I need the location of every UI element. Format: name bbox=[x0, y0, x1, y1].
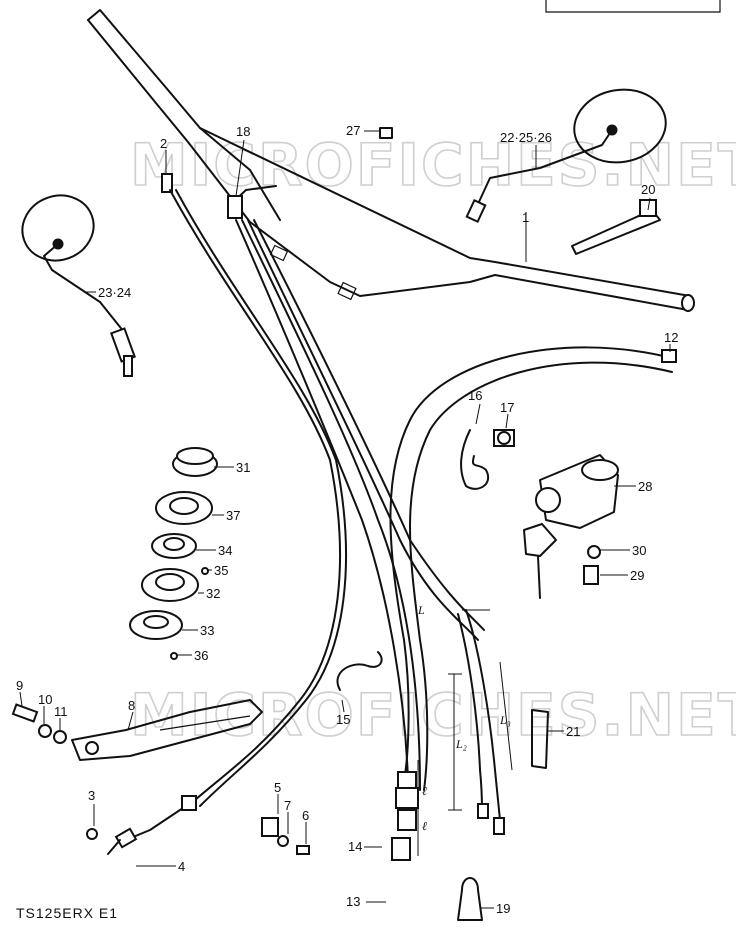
front-brake-lever bbox=[71, 699, 263, 761]
cap bbox=[379, 127, 393, 139]
leader-lines bbox=[19, 130, 671, 909]
label-part-20: 20 bbox=[641, 182, 655, 197]
label-part-11: 11 bbox=[54, 704, 68, 719]
label-part-37: 37 bbox=[226, 508, 240, 523]
dim-label-l2: L₂ bbox=[455, 737, 467, 751]
handlebar bbox=[87, 9, 695, 312]
frame-corner bbox=[545, 0, 721, 13]
label-part-14: 14 bbox=[348, 839, 362, 854]
left-mirror bbox=[21, 194, 136, 377]
label-part-35: 35 bbox=[214, 563, 228, 578]
label-part-32: 32 bbox=[206, 586, 220, 601]
label-part-10: 10 bbox=[38, 692, 52, 707]
label-part-31: 31 bbox=[236, 460, 250, 475]
bolt bbox=[583, 565, 599, 585]
model-label: TS125ERX E1 bbox=[16, 905, 118, 921]
throttle-cable bbox=[227, 185, 485, 791]
watermark-bottom: MICROFICHES.NET bbox=[130, 681, 736, 749]
label-part-16: 16 bbox=[468, 388, 482, 403]
spring bbox=[336, 651, 383, 691]
label-part-4: 4 bbox=[178, 859, 185, 874]
label-part-22-25-26: 22·25·26 bbox=[500, 130, 552, 145]
ignition-switch bbox=[535, 454, 619, 529]
label-part-23-24: 23·24 bbox=[98, 285, 131, 300]
screw bbox=[493, 429, 515, 447]
right-mirror bbox=[465, 88, 667, 224]
label-part-28: 28 bbox=[638, 479, 652, 494]
part-labels: 1 2 3 4 5 6 7 8 9 10 11 12 13 14 15 16 1… bbox=[16, 123, 678, 916]
label-part-30: 30 bbox=[632, 543, 646, 558]
label-part-9: 9 bbox=[16, 678, 23, 693]
strap bbox=[571, 199, 661, 255]
dim-label-l3: L₃ bbox=[499, 713, 511, 727]
label-part-15: 15 bbox=[336, 712, 350, 727]
washer bbox=[587, 545, 601, 559]
label-part-12: 12 bbox=[664, 330, 678, 345]
return-spring bbox=[460, 429, 489, 490]
grip bbox=[457, 877, 483, 921]
label-part-36: 36 bbox=[194, 648, 208, 663]
cable-adjuster bbox=[391, 771, 419, 861]
hose bbox=[531, 709, 549, 769]
label-part-7: 7 bbox=[284, 798, 291, 813]
lever-fasteners bbox=[11, 703, 67, 744]
label-part-1: 1 bbox=[522, 210, 529, 225]
front-brake-cable bbox=[161, 173, 347, 807]
label-part-2: 2 bbox=[160, 136, 167, 151]
label-part-29: 29 bbox=[630, 568, 644, 583]
label-part-17: 17 bbox=[500, 400, 514, 415]
label-part-13: 13 bbox=[346, 894, 360, 909]
clutch-cable bbox=[389, 346, 677, 835]
dimension-lines bbox=[417, 609, 513, 856]
dimension-labels: L₂ L₃ ℓ ℓ L bbox=[417, 603, 511, 833]
dim-label-l-b: ℓ bbox=[422, 819, 427, 833]
label-part-8: 8 bbox=[128, 698, 135, 713]
label-part-3: 3 bbox=[88, 788, 95, 803]
dim-label-l-a: ℓ bbox=[422, 784, 427, 798]
switch-parts bbox=[261, 817, 310, 855]
label-part-27: 27 bbox=[346, 123, 360, 138]
label-part-34: 34 bbox=[218, 543, 232, 558]
dim-label-l: L bbox=[417, 603, 425, 617]
label-part-5: 5 bbox=[274, 780, 281, 795]
label-part-18: 18 bbox=[236, 124, 250, 139]
label-part-21: 21 bbox=[566, 724, 580, 739]
label-part-33: 33 bbox=[200, 623, 214, 638]
label-part-6: 6 bbox=[302, 808, 309, 823]
ignition-key bbox=[523, 523, 557, 599]
label-part-19: 19 bbox=[496, 901, 510, 916]
brake-cable-end bbox=[86, 795, 197, 855]
washer-stack bbox=[129, 447, 218, 660]
